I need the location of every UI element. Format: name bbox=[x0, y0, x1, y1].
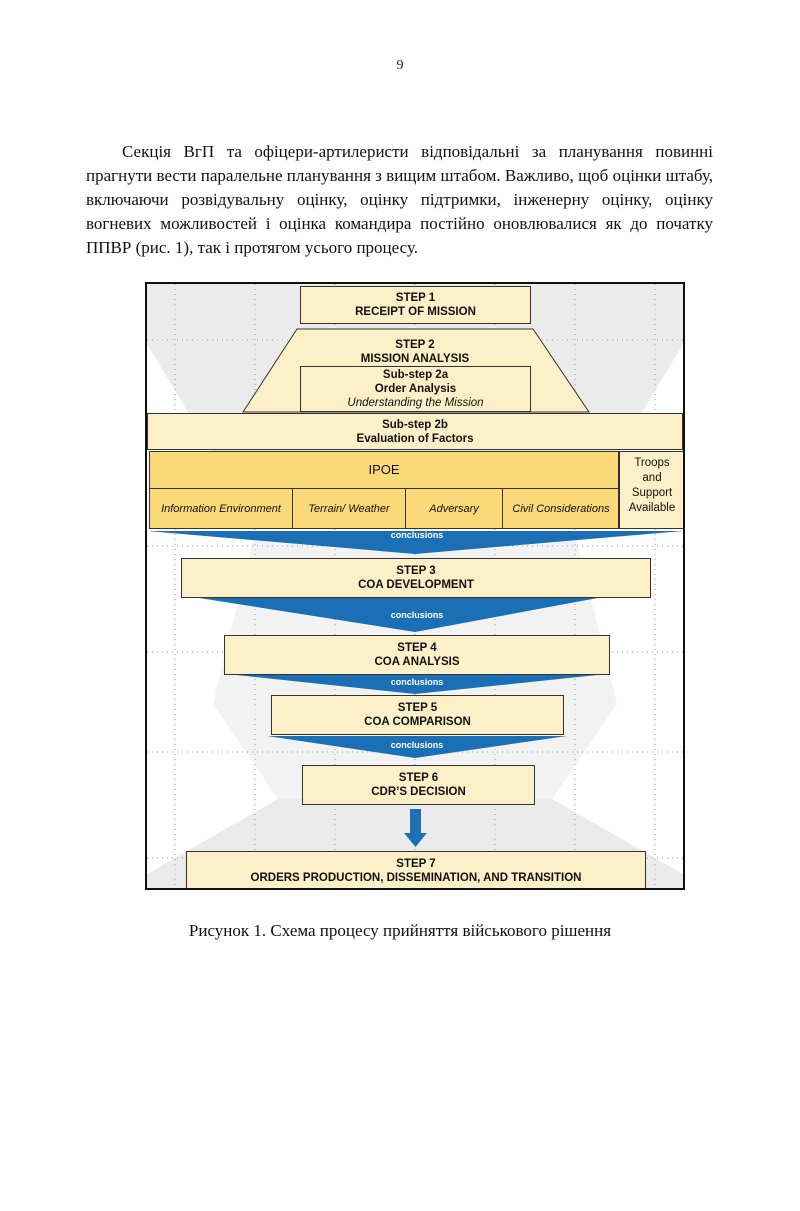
step2a-title: Order Analysis bbox=[374, 383, 457, 395]
step2-number: STEP 2 bbox=[395, 339, 435, 351]
funnel-3 bbox=[227, 674, 607, 694]
ipoe-cell-civil-considerations: Civil Considerations bbox=[512, 502, 610, 515]
ipoe-cell-information-environment: Information Environment bbox=[150, 488, 293, 529]
step4-title: COA ANALYSIS bbox=[374, 656, 460, 668]
step4-number: STEP 4 bbox=[397, 642, 437, 654]
funnel-4 bbox=[267, 736, 567, 758]
funnel-2 bbox=[193, 597, 603, 632]
funnel-1 bbox=[147, 531, 683, 554]
body-paragraph: Секція ВгП та офіцери-артилеристи відпов… bbox=[86, 142, 713, 257]
down-arrow-icon bbox=[404, 809, 427, 847]
ipoe-cell-terrain-weather: Terrain/ Weather bbox=[293, 488, 406, 529]
troops-line-1: Troops bbox=[634, 457, 670, 469]
conclusions-label-4: conclusions bbox=[390, 740, 444, 750]
step7-number: STEP 7 bbox=[396, 857, 436, 870]
conclusions-label-1: conclusions bbox=[390, 530, 444, 540]
step3-number: STEP 3 bbox=[396, 565, 436, 577]
troops-support-box: Troops and Support Available bbox=[619, 451, 683, 529]
step2a-number: Sub-step 2a bbox=[382, 369, 449, 381]
step2a-subtitle: Understanding the Mission bbox=[347, 397, 484, 409]
troops-line-2: and bbox=[642, 472, 662, 484]
page-number: 9 bbox=[396, 58, 404, 73]
step7-box: STEP 7 ORDERS PRODUCTION, DISSEMINATION,… bbox=[186, 851, 646, 888]
troops-line-4: Available bbox=[628, 502, 676, 514]
conclusions-label-2: conclusions bbox=[390, 610, 444, 620]
ipoe-cell-adversary: Adversary bbox=[406, 488, 503, 529]
step2b-box: Sub-step 2b Evaluation of Factors bbox=[147, 413, 683, 450]
step7-title: ORDERS PRODUCTION, DISSEMINATION, AND TR… bbox=[250, 871, 582, 884]
step4-box: STEP 4 COA ANALYSIS bbox=[224, 635, 610, 675]
mdmp-diagram: STEP 1 RECEIPT OF MISSION STEP 2 MISSION… bbox=[145, 282, 685, 890]
step3-box: STEP 3 COA DEVELOPMENT bbox=[181, 558, 651, 598]
figure-caption: Рисунок 1. Схема процесу прийняття війсь… bbox=[188, 921, 612, 940]
ipoe-title: IPOE bbox=[150, 452, 618, 489]
step2-title: MISSION ANALYSIS bbox=[360, 353, 470, 365]
step2b-title: Evaluation of Factors bbox=[356, 432, 474, 445]
step6-box: STEP 6 CDR’S DECISION bbox=[302, 765, 535, 805]
troops-line-3: Support bbox=[631, 487, 673, 499]
step5-number: STEP 5 bbox=[397, 702, 438, 714]
step5-box: STEP 5 COA COMPARISON bbox=[271, 695, 564, 735]
step2-label: STEP 2 MISSION ANALYSIS bbox=[317, 336, 513, 368]
step1-box: STEP 1 RECEIPT OF MISSION bbox=[300, 286, 531, 324]
step6-number: STEP 6 bbox=[398, 772, 439, 784]
ipoe-block: IPOE Information Environment Terrain/ We… bbox=[149, 451, 619, 529]
step1-title: RECEIPT OF MISSION bbox=[355, 306, 476, 318]
step6-title: CDR’S DECISION bbox=[371, 786, 466, 798]
conclusions-label-3: conclusions bbox=[390, 677, 444, 687]
step2b-number: Sub-step 2b bbox=[382, 418, 448, 431]
step3-title: COA DEVELOPMENT bbox=[358, 579, 474, 591]
step1-number: STEP 1 bbox=[395, 292, 436, 304]
step5-title: COA COMPARISON bbox=[364, 716, 471, 728]
step2a-box: Sub-step 2a Order Analysis Understanding… bbox=[300, 366, 531, 412]
